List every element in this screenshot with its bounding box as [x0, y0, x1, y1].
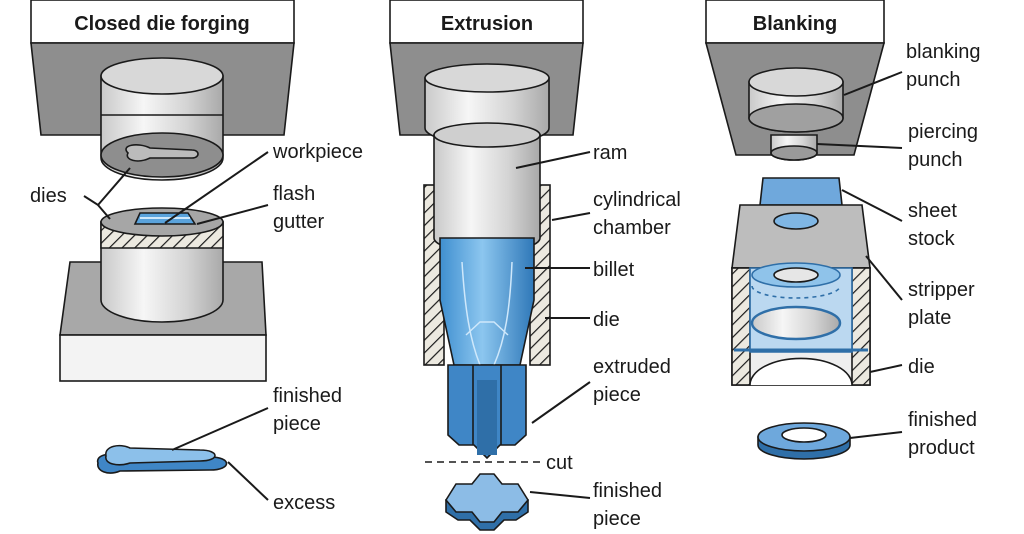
- panel-closed-die-forging: Closed die forging: [30, 0, 363, 514]
- label-piece-2: piece: [593, 508, 641, 530]
- panel-title: Closed die forging: [74, 13, 250, 35]
- leader-finished-product: [849, 431, 903, 439]
- panel-blanking: Blanking: [704, 0, 981, 460]
- leader-finished-piece: [529, 491, 591, 499]
- label-dies: dies: [30, 185, 67, 207]
- label-ram: ram: [593, 142, 627, 164]
- ram: [433, 134, 541, 253]
- leader-workpiece: [164, 151, 269, 224]
- blanking-finished-product: [757, 422, 851, 460]
- leader-stripper-plate: [865, 255, 903, 301]
- billet: [439, 237, 535, 366]
- label-billet: billet: [593, 259, 635, 281]
- label-workpiece: workpiece: [272, 141, 363, 163]
- label-punch: punch: [906, 69, 961, 91]
- upper-die: [100, 57, 224, 181]
- label-flash: flash: [273, 183, 315, 205]
- leader-finished-piece: [171, 407, 269, 451]
- leader-ram: [515, 151, 591, 169]
- label-chamber: chamber: [593, 217, 671, 239]
- label-finished: finished: [273, 385, 342, 407]
- leader-die: [869, 364, 903, 373]
- label-cylindrical: cylindrical: [593, 189, 681, 211]
- label-gutter: gutter: [273, 211, 324, 233]
- label-die: die: [908, 356, 935, 378]
- leader-extruded-piece: [531, 381, 591, 424]
- label-stock: stock: [908, 228, 956, 250]
- extruded-piece: [447, 364, 527, 460]
- label-stripper: stripper: [908, 279, 975, 301]
- lower-die: [59, 207, 267, 382]
- press-label-box: [30, 0, 295, 44]
- label-plate: plate: [908, 307, 951, 329]
- leader-cylindrical-chamber: [551, 212, 591, 221]
- extrusion-finished-piece: [445, 473, 529, 531]
- panel-title: Blanking: [753, 13, 837, 35]
- label-die: die: [593, 309, 620, 331]
- leader-sheet-stock: [841, 189, 903, 222]
- leader-piercing-punch: [816, 143, 903, 149]
- label-extruded: extruded: [593, 356, 671, 378]
- leader-excess: [227, 461, 269, 501]
- panel-extrusion: Extrusion: [389, 0, 681, 531]
- label-excess: excess: [273, 492, 335, 514]
- label-product: product: [908, 437, 975, 459]
- label-finished: finished: [593, 480, 662, 502]
- sheet-stock: [759, 177, 843, 206]
- label-sheet: sheet: [908, 200, 957, 222]
- label-piece: piece: [273, 413, 321, 435]
- leader-flash-gutter: [196, 204, 269, 225]
- label-finished: finished: [908, 409, 977, 431]
- leader-dies-lower: [97, 204, 111, 220]
- label-piercing: piercing: [908, 121, 978, 143]
- die-cavity: [125, 144, 199, 162]
- leader-blanking-punch: [843, 71, 903, 96]
- label-punch-2: punch: [908, 149, 963, 171]
- label-blanking: blanking: [906, 41, 981, 63]
- forged-finished-piece: [96, 444, 228, 474]
- label-piece: piece: [593, 384, 641, 406]
- panel-title: Extrusion: [441, 13, 533, 35]
- label-cut: cut: [546, 452, 573, 474]
